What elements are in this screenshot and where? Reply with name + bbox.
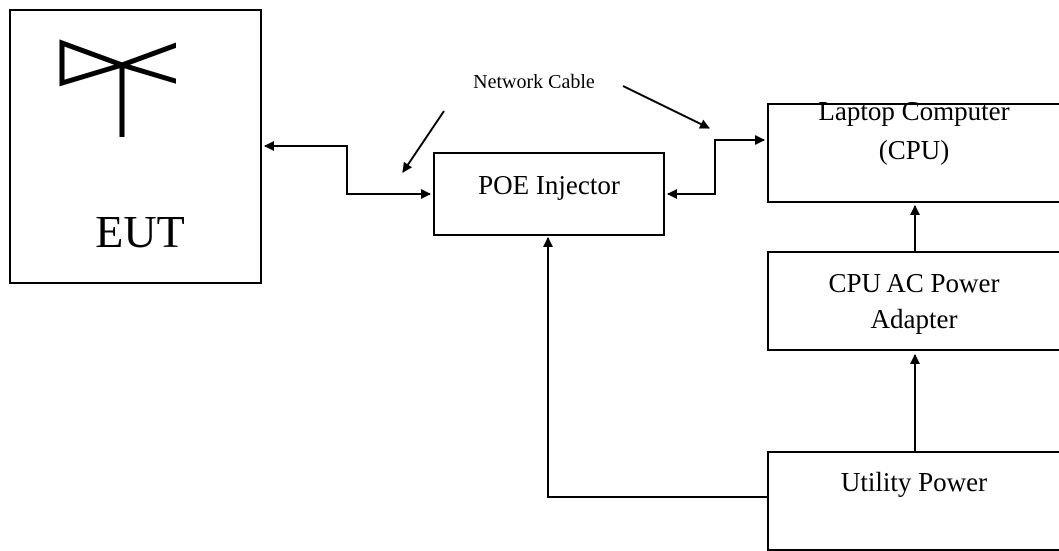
- utility-power-box: [767, 451, 1059, 551]
- utility-poe-power-line: [543, 237, 767, 498]
- cable-callout-right-pointer: [622, 85, 710, 129]
- utility-power-label: Utility Power: [840, 467, 988, 497]
- poe-injector-box: [433, 152, 665, 236]
- eut-poe-cable: [264, 141, 431, 199]
- antenna-icon: [59, 39, 176, 137]
- cpu-ac-power-adapter-box: [767, 251, 1059, 351]
- laptop-label-line2: (CPU): [878, 135, 950, 165]
- laptop-label-line1: Laptop Computer: [818, 96, 1010, 126]
- network-cable-label: Network Cable: [473, 71, 595, 93]
- eut-box: [9, 9, 262, 284]
- laptop-computer-box: [767, 103, 1059, 203]
- adapter-label-line2: Adapter: [870, 304, 958, 334]
- cable-callout-left-pointer: [402, 110, 445, 173]
- poe-laptop-cable: [667, 135, 765, 199]
- adapter-label-line1: CPU AC Power: [828, 268, 1000, 298]
- eut-label: EUT: [95, 206, 185, 257]
- poe-injector-label: POE Injector: [478, 170, 620, 200]
